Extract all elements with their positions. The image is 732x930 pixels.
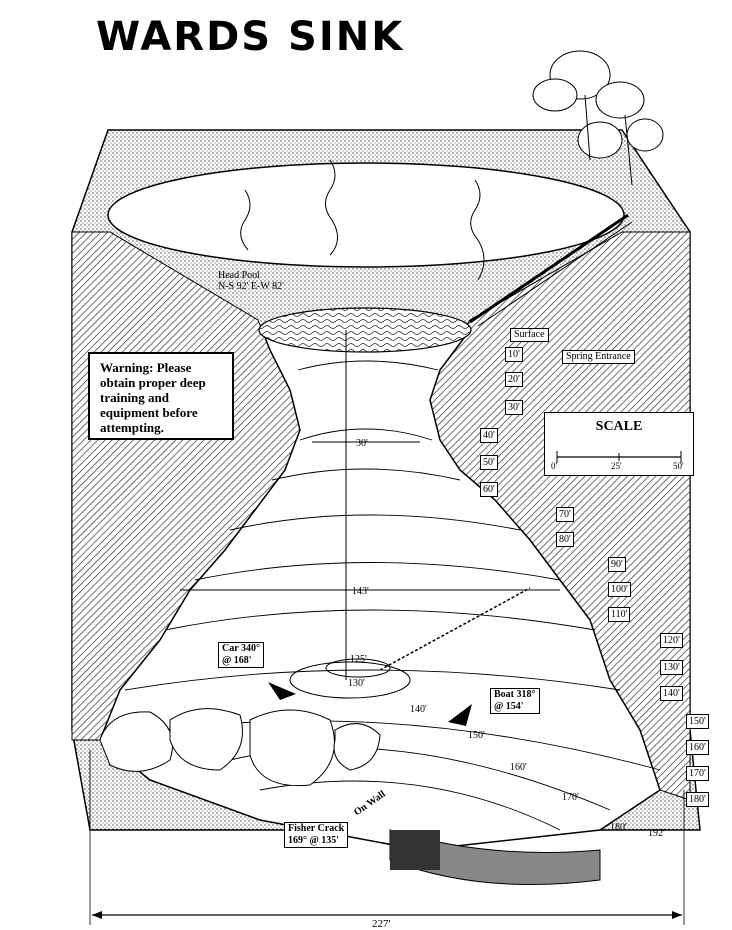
trees xyxy=(532,50,664,186)
scale-tick-50: 50' xyxy=(673,461,684,471)
floor-depth-192: 192' xyxy=(648,828,665,839)
width-227-label: 227' xyxy=(372,918,391,930)
boat-arrow xyxy=(448,704,472,726)
warning-box: Warning: Please obtain proper deep train… xyxy=(88,352,234,440)
scale-box: SCALE 0' 25' 50' xyxy=(544,412,694,476)
car-label: Car 340° @ 168' xyxy=(218,642,264,668)
spring-entrance-label: Spring Entrance xyxy=(562,350,635,364)
entrance-tunnel xyxy=(469,213,629,324)
depth-marker: 140' xyxy=(660,686,683,701)
width-30-label: 30' xyxy=(356,438,368,449)
floor-depth-140: 140' xyxy=(410,704,427,715)
depth-marker: 10' xyxy=(505,347,523,362)
fisher-crack-label: Fisher Crack 169° @ 135' xyxy=(284,822,349,848)
depth-marker: 120' xyxy=(660,633,683,648)
depth-marker: 150' xyxy=(686,714,709,729)
floor-depth-125: 125' xyxy=(350,654,367,665)
depth-marker: 20' xyxy=(505,372,523,387)
depth-marker: 130' xyxy=(660,660,683,675)
slab-dark xyxy=(390,830,440,870)
floor-depth-180: 180' xyxy=(610,822,627,833)
depth-marker: 70' xyxy=(556,507,574,522)
floor-depth-150: 150' xyxy=(468,730,485,741)
surface-basin xyxy=(107,162,625,268)
boulder-pile xyxy=(99,708,381,787)
depth-marker: 170' xyxy=(686,766,709,781)
depth-marker: 110' xyxy=(608,607,631,622)
scale-title: SCALE xyxy=(595,419,643,434)
depth-marker: 60' xyxy=(480,482,498,497)
scale-bar xyxy=(556,451,682,463)
car-arrow xyxy=(268,682,296,700)
page-title: WARDS SINK xyxy=(96,14,405,60)
depth-marker: 30' xyxy=(505,400,523,415)
surface-label: Surface xyxy=(510,328,549,342)
head-pool xyxy=(258,307,472,353)
width-143-label: 143' xyxy=(352,586,369,597)
floor-mound xyxy=(289,661,411,699)
depth-marker: 50' xyxy=(480,455,498,470)
heat-waves xyxy=(240,159,485,281)
head-pool-label: Head Pool N-S 92' E-W 82' xyxy=(218,270,284,292)
scale-tick-25: 25' xyxy=(611,461,622,471)
depth-marker: 100' xyxy=(608,582,631,597)
depth-marker: 90' xyxy=(608,557,626,572)
boat-label: Boat 318° @ 154' xyxy=(490,688,540,714)
depth-marker: 80' xyxy=(556,532,574,547)
scale-tick-0: 0' xyxy=(551,461,558,471)
floor-depth-130: 130' xyxy=(348,678,365,689)
floor-depth-170: 170' xyxy=(562,792,579,803)
depth-marker: 40' xyxy=(480,428,498,443)
floor-depth-160: 160' xyxy=(510,762,527,773)
depth-marker: 180' xyxy=(686,792,709,807)
guideline xyxy=(379,587,531,671)
depth-marker: 160' xyxy=(686,740,709,755)
floor-slab xyxy=(389,829,601,885)
